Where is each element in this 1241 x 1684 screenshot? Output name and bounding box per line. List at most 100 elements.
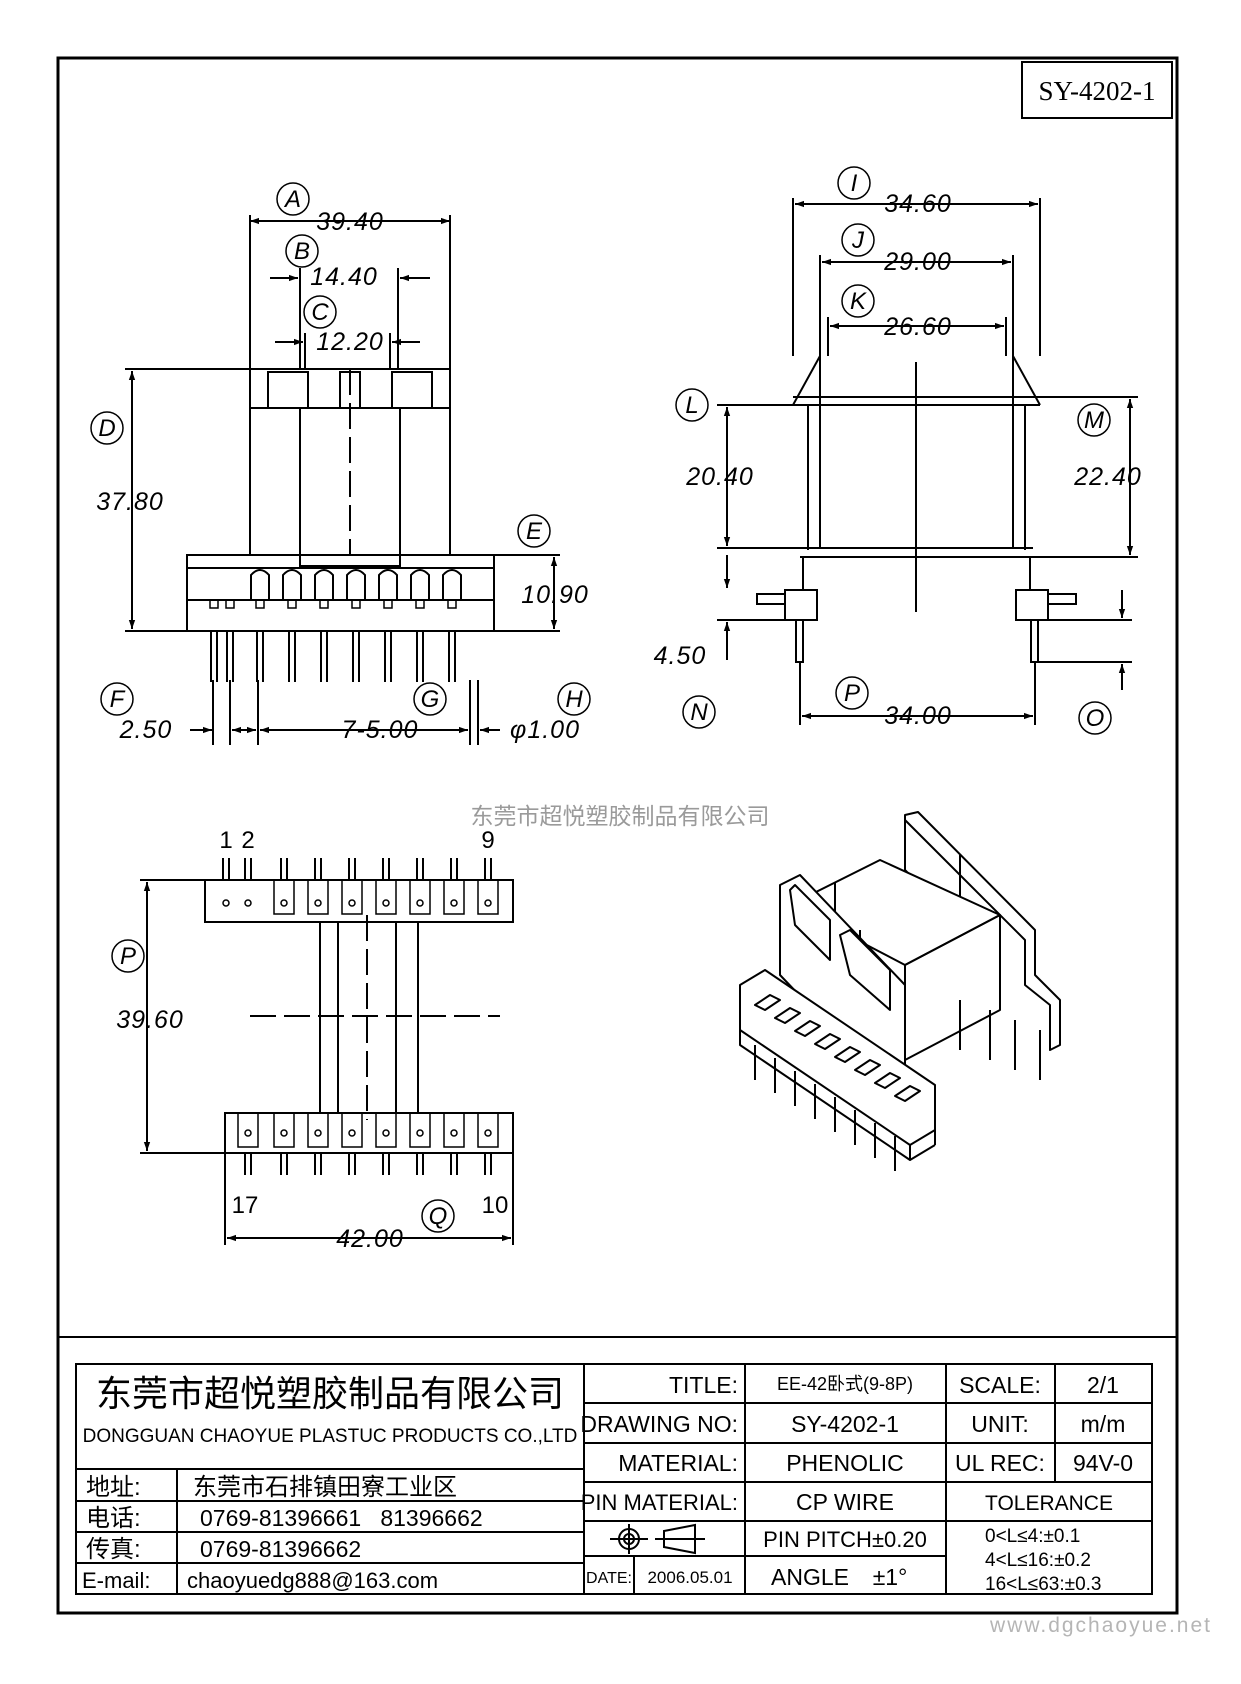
tolerance-1: 0<L≤4:±0.1 bbox=[985, 1526, 1080, 1547]
pin-label-1: 1 bbox=[219, 827, 232, 854]
dim-d: 37.80 bbox=[96, 488, 164, 516]
bottom-pin-bottom bbox=[409, 1112, 431, 1175]
dim-e: 10.90 bbox=[521, 581, 589, 609]
label-j-circle bbox=[841, 223, 875, 257]
dim-a: 39.40 bbox=[316, 208, 384, 236]
pin-material-label: PIN MATERIAL: bbox=[581, 1490, 738, 1515]
front-pin bbox=[442, 569, 462, 682]
pin-label-17: 17 bbox=[232, 1192, 259, 1219]
bottom-pin-bottom bbox=[443, 1112, 465, 1175]
label-a-circle bbox=[276, 182, 310, 216]
bottom-pin-bottom bbox=[375, 1112, 397, 1175]
tolerance-label: TOLERANCE bbox=[985, 1492, 1113, 1515]
dim-g: 7-5.00 bbox=[342, 716, 419, 744]
drawing-no-value: SY-4202-1 bbox=[791, 1411, 899, 1437]
front-pin bbox=[282, 569, 302, 682]
label-p-bottom-circle bbox=[111, 939, 145, 973]
label-e-circle bbox=[517, 514, 551, 548]
pin-label-10: 10 bbox=[482, 1192, 509, 1219]
outer-border bbox=[56, 56, 1179, 1615]
dim-i: 34.60 bbox=[884, 190, 952, 218]
angle-value: ±1° bbox=[873, 1564, 908, 1590]
dim-p-bottom: 39.60 bbox=[116, 1006, 184, 1034]
side-view-annotations: I 34.60 J 29.00 K 26.60 L 20.40 M 22.40 … bbox=[654, 166, 1142, 735]
phone-label: 电话: bbox=[86, 1505, 141, 1532]
label-o: O bbox=[1086, 705, 1105, 732]
label-e: E bbox=[526, 518, 543, 545]
label-k-circle bbox=[841, 284, 875, 318]
ul-label: UL REC: bbox=[955, 1450, 1045, 1476]
label-b: B bbox=[294, 238, 310, 265]
bottom-pin-top bbox=[222, 858, 230, 907]
label-n: N bbox=[690, 699, 708, 726]
label-n-circle bbox=[682, 695, 716, 729]
dim-h: φ1.00 bbox=[510, 716, 580, 744]
title-block-text: 东莞市超悦塑胶制品有限公司 DONGGUAN CHAOYUE PLASTUC P… bbox=[82, 1372, 1133, 1595]
label-c-circle bbox=[303, 295, 337, 329]
label-q-circle bbox=[421, 1199, 455, 1233]
drawing-no-label: DRAWING NO: bbox=[580, 1411, 738, 1437]
bottom-pin-top bbox=[307, 858, 329, 915]
date-value: 2006.05.01 bbox=[647, 1568, 732, 1587]
bottom-view bbox=[140, 858, 514, 1245]
pin-pitch: PIN PITCH±0.20 bbox=[763, 1527, 927, 1552]
label-h-circle bbox=[557, 682, 591, 716]
ul-value: 94V-0 bbox=[1073, 1450, 1133, 1476]
label-j: J bbox=[851, 227, 865, 254]
pin-label-9: 9 bbox=[481, 827, 494, 854]
label-b-circle bbox=[285, 234, 319, 268]
unit-label: UNIT: bbox=[971, 1411, 1029, 1437]
label-f-circle bbox=[100, 682, 134, 716]
unit-value: m/m bbox=[1081, 1411, 1126, 1437]
front-pin bbox=[225, 599, 235, 682]
address-label: 地址: bbox=[86, 1474, 141, 1501]
bottom-pin-bottom bbox=[307, 1112, 329, 1175]
tolerance-3: 16<L≤63:±0.3 bbox=[985, 1574, 1101, 1595]
label-p-side-circle bbox=[835, 676, 869, 710]
pin-material-value: CP WIRE bbox=[796, 1489, 894, 1515]
label-f: F bbox=[110, 686, 126, 713]
bottom-pin-top bbox=[244, 858, 252, 907]
scale-label: SCALE: bbox=[959, 1372, 1041, 1398]
front-pin bbox=[250, 569, 270, 682]
email-value: chaoyuedg888@163.com bbox=[187, 1568, 438, 1593]
front-view-annotations: A 39.40 B 14.40 C 12.20 D 37.80 E 10.90 … bbox=[90, 182, 591, 744]
front-pin bbox=[209, 599, 219, 682]
front-pins bbox=[209, 569, 462, 682]
scale-value: 2/1 bbox=[1087, 1372, 1119, 1398]
side-view bbox=[717, 198, 1138, 725]
label-a: A bbox=[283, 186, 301, 213]
watermark-site: www.dgchaoyue.net bbox=[989, 1614, 1212, 1637]
company-en: DONGGUAN CHAOYUE PLASTUC PRODUCTS CO.,LT… bbox=[83, 1426, 578, 1447]
tolerance-2: 4<L≤16:±0.2 bbox=[985, 1550, 1091, 1571]
bottom-pin-top bbox=[375, 858, 397, 915]
label-m-circle bbox=[1077, 403, 1111, 437]
front-pin bbox=[410, 569, 430, 682]
title-value: EE-42卧式(9-8P) bbox=[777, 1374, 913, 1394]
label-c: C bbox=[311, 299, 329, 326]
dim-j: 29.00 bbox=[883, 248, 952, 276]
front-pin bbox=[346, 569, 366, 682]
label-d-circle bbox=[90, 411, 124, 445]
company-cn: 东莞市超悦塑胶制品有限公司 bbox=[96, 1373, 564, 1414]
dim-q: 42.00 bbox=[336, 1225, 404, 1253]
bottom-view-annotations: 1 2 9 17 10 P 39.60 Q 42.00 bbox=[111, 827, 509, 1253]
dim-f: 2.50 bbox=[119, 716, 173, 744]
front-pin bbox=[314, 569, 334, 682]
dim-l: 20.40 bbox=[685, 463, 754, 491]
label-i-circle bbox=[837, 166, 871, 200]
fax-value: 0769-81396662 bbox=[200, 1536, 361, 1562]
part-number-box bbox=[1021, 61, 1173, 119]
label-l: L bbox=[685, 392, 698, 419]
bottom-pin-top bbox=[477, 858, 499, 915]
label-l-circle bbox=[675, 388, 709, 422]
label-d: D bbox=[98, 415, 115, 442]
dim-m: 22.40 bbox=[1073, 463, 1142, 491]
bottom-pin-bottom bbox=[477, 1112, 499, 1175]
label-k: K bbox=[850, 288, 867, 315]
title-block bbox=[75, 1363, 1153, 1595]
pin-label-2: 2 bbox=[241, 827, 254, 854]
bottom-pin-bottom bbox=[273, 1112, 295, 1175]
dim-p-side: 34.00 bbox=[884, 702, 952, 730]
